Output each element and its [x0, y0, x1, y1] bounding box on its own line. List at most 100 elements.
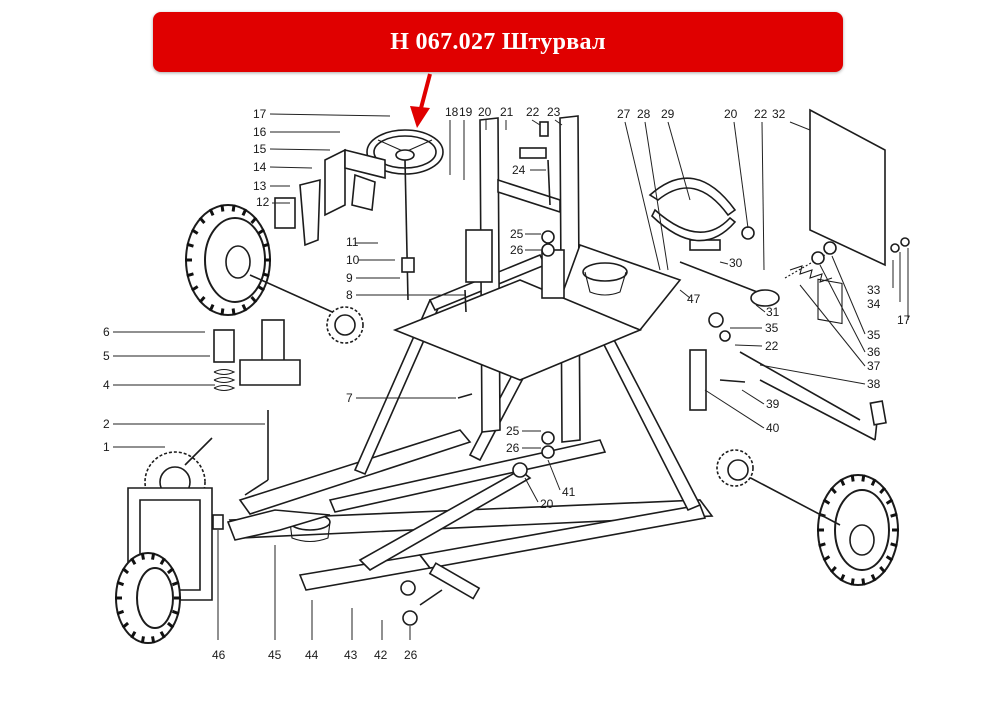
steering-wheel: [274, 129, 444, 301]
callout-leader: [733, 121, 749, 229]
callout-number: 18: [445, 105, 459, 119]
callout-number: 25: [510, 227, 524, 241]
right-wheel: [716, 449, 899, 586]
tire-tread: [116, 609, 125, 616]
callout-number: 17: [253, 107, 267, 121]
tire-tread: [879, 566, 886, 574]
tire-tread: [885, 498, 894, 505]
callout-number: 17: [897, 313, 911, 327]
tire-tread: [130, 631, 137, 639]
tire-tread: [850, 578, 855, 586]
tire-tread: [830, 486, 837, 494]
callout-leader: [667, 121, 691, 201]
callout-leader: [734, 344, 763, 347]
tire-tread: [262, 272, 270, 278]
callout-number: 11: [346, 235, 359, 249]
tire-tread: [220, 204, 225, 212]
caster-wheel: [115, 437, 213, 644]
callout-leader: [644, 121, 669, 271]
callout-number: 16: [253, 125, 267, 139]
callout-leader: [741, 389, 765, 405]
callout-leader: [624, 121, 661, 271]
tire-tread: [159, 631, 166, 639]
callout-number: 44: [305, 648, 319, 662]
tire-tread: [198, 296, 206, 304]
tire-tread: [186, 272, 194, 278]
callout-leader: [719, 261, 729, 265]
callout-number: 34: [867, 297, 881, 311]
callout-leader: [819, 264, 866, 353]
crank-handle: [679, 239, 887, 441]
callout-leader: [524, 477, 539, 503]
tire-tread: [850, 474, 855, 482]
callout-number: 22: [765, 339, 779, 353]
callout-number: 15: [253, 142, 267, 156]
callout-number: 20: [724, 107, 738, 121]
callout-number: 42: [374, 648, 388, 662]
callout-number: 22: [754, 107, 768, 121]
callout-number: 40: [766, 421, 780, 435]
callout-number: 5: [103, 349, 110, 363]
callout-number: 31: [766, 305, 780, 319]
callout-number: 39: [766, 397, 780, 411]
callout-leader: [679, 289, 691, 299]
tire-tread: [839, 573, 846, 582]
callout-number: 47: [687, 292, 701, 306]
callout-number: 1: [103, 440, 110, 454]
callout-number: 21: [500, 105, 514, 119]
callout-number: 10: [346, 253, 360, 267]
tire-tread: [231, 204, 236, 212]
callout-number: 36: [867, 345, 881, 359]
left-wheel: [185, 204, 364, 344]
callout-number: 28: [637, 107, 651, 121]
tire-tread: [822, 555, 831, 562]
tire-tread: [890, 512, 898, 518]
callout-number: 24: [512, 163, 526, 177]
callout-number: 38: [867, 377, 881, 391]
callout-number: 46: [212, 648, 226, 662]
tire-tread: [861, 578, 866, 586]
tire-tread: [830, 566, 837, 574]
tire-tread: [257, 228, 265, 235]
callout-number: 20: [478, 105, 492, 119]
callout-leader: [554, 119, 563, 126]
tire-tread: [166, 567, 175, 575]
callout-number: 2: [103, 417, 110, 431]
tire-tread: [879, 486, 886, 494]
callout-leader: [799, 284, 866, 367]
callout-number: 35: [867, 328, 881, 342]
callout-number: 25: [506, 424, 520, 438]
tire-tread: [822, 498, 831, 505]
small-parts: [212, 121, 910, 626]
callout-leader: [269, 148, 331, 151]
tire-tread: [140, 636, 145, 644]
tire-tread: [140, 552, 145, 560]
main-frame: [228, 115, 714, 591]
callout-number: 19: [459, 105, 473, 119]
callout-leader: [759, 364, 866, 385]
callout-number: 41: [562, 485, 576, 499]
tire-tread: [861, 474, 866, 482]
callout-number: 14: [253, 160, 267, 174]
tire-tread: [208, 208, 215, 217]
callout-number: 4: [103, 378, 110, 392]
callout-number: 30: [729, 256, 743, 270]
title-banner: Н 067.027 Штурвал: [153, 12, 843, 72]
tire-tread: [171, 580, 180, 587]
callout-number: 23: [547, 105, 561, 119]
callout-number: 29: [661, 107, 675, 121]
tire-tread: [198, 216, 206, 224]
callout-leader: [269, 113, 391, 117]
tire-tread: [885, 555, 894, 562]
tire-tread: [890, 542, 898, 548]
tire-tread: [250, 216, 258, 224]
callout-number: 20: [540, 497, 554, 511]
callout-leader: [704, 389, 765, 429]
callout-leader: [755, 304, 766, 313]
tire-tread: [257, 285, 265, 292]
tire-tread: [839, 478, 846, 487]
tire-tread: [818, 542, 826, 548]
tire-tread: [220, 308, 225, 316]
